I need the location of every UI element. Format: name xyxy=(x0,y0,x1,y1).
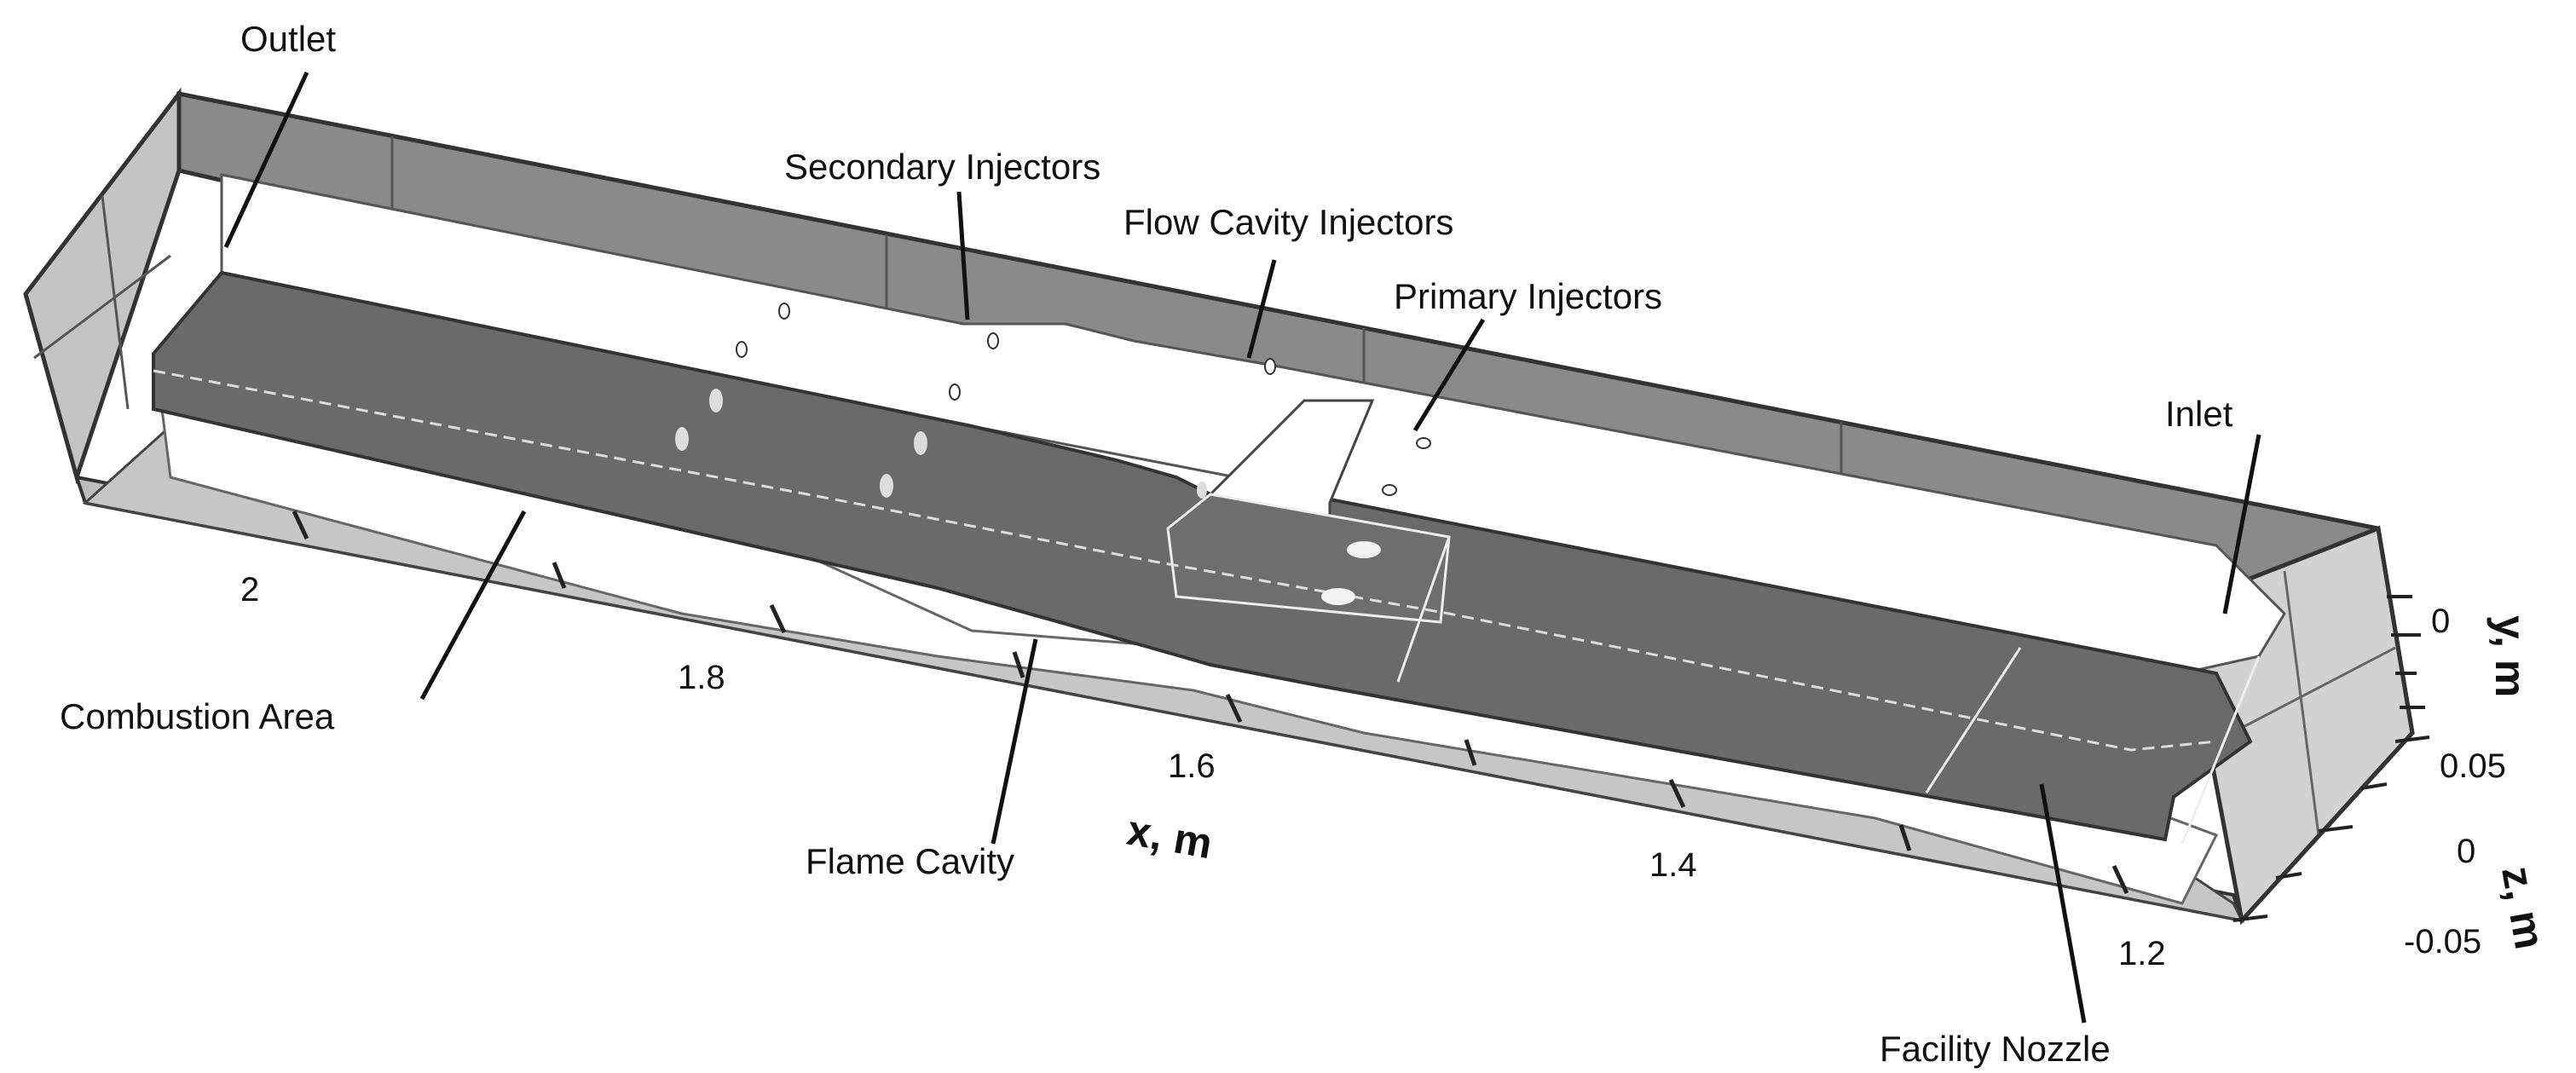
outlet-label: Outlet xyxy=(240,19,336,59)
flow-cavity-injectors-label: Flow Cavity Injectors xyxy=(1123,202,1453,242)
y-tick-label: 0 xyxy=(2431,603,2450,640)
x-axis-ticks xyxy=(292,510,2129,895)
z-tick-label: -0.05 xyxy=(2404,923,2481,961)
secondary-injectors-leader xyxy=(956,191,970,320)
z-tick-label: 0.05 xyxy=(2440,747,2506,785)
x-tick-label: 1.8 xyxy=(678,659,725,696)
callout-labels: Outlet Secondary Injectors Flow Cavity I… xyxy=(60,19,2233,1069)
injector-ports xyxy=(675,303,1431,605)
z-axis-title: z, m xyxy=(2492,862,2554,952)
x-tick-label: 1.2 xyxy=(2118,935,2166,972)
flame-cavity-label: Flame Cavity xyxy=(806,841,1014,881)
x-tick-label: 2 xyxy=(240,571,259,609)
facility-nozzle-leader xyxy=(2039,783,2087,1024)
inlet-label: Inlet xyxy=(2165,394,2233,434)
flow-cavity-injectors-leader xyxy=(1246,259,1277,359)
x-axis: 2 1.8 1.6 1.4 1.2 x, m xyxy=(240,571,2166,972)
combustion-area-leader xyxy=(419,510,527,701)
y-axis-title: y, m xyxy=(2486,615,2534,697)
primary-injectors-label: Primary Injectors xyxy=(1394,276,1662,316)
combustion-area-label: Combustion Area xyxy=(60,696,335,736)
z-axis: 0.05 0 -0.05 z, m xyxy=(2404,747,2554,961)
combustor-floor xyxy=(152,270,2261,845)
outlet-end-wall xyxy=(23,87,182,485)
x-axis-title: x, m xyxy=(1123,806,1216,868)
flame-cavity-leader xyxy=(991,638,1038,845)
cavity-floor xyxy=(1166,493,1451,624)
primary-injectors-leader xyxy=(1412,318,1486,432)
inlet-leader xyxy=(2222,434,2261,614)
outlet-leader xyxy=(223,71,309,249)
x-tick-label: 1.4 xyxy=(1649,846,1697,884)
z-tick-label: 0 xyxy=(2457,833,2475,870)
x-tick-label: 1.6 xyxy=(1168,747,1216,785)
duct-edge-line xyxy=(153,369,2217,752)
y-axis: 0 y, m xyxy=(2431,603,2534,697)
facility-nozzle-label: Facility Nozzle xyxy=(1880,1029,2111,1069)
z-axis-ticks xyxy=(2232,595,2430,922)
leader-lines xyxy=(223,71,2261,1024)
upper-wall-surface xyxy=(220,173,2286,675)
secondary-injectors-label: Secondary Injectors xyxy=(784,147,1100,187)
